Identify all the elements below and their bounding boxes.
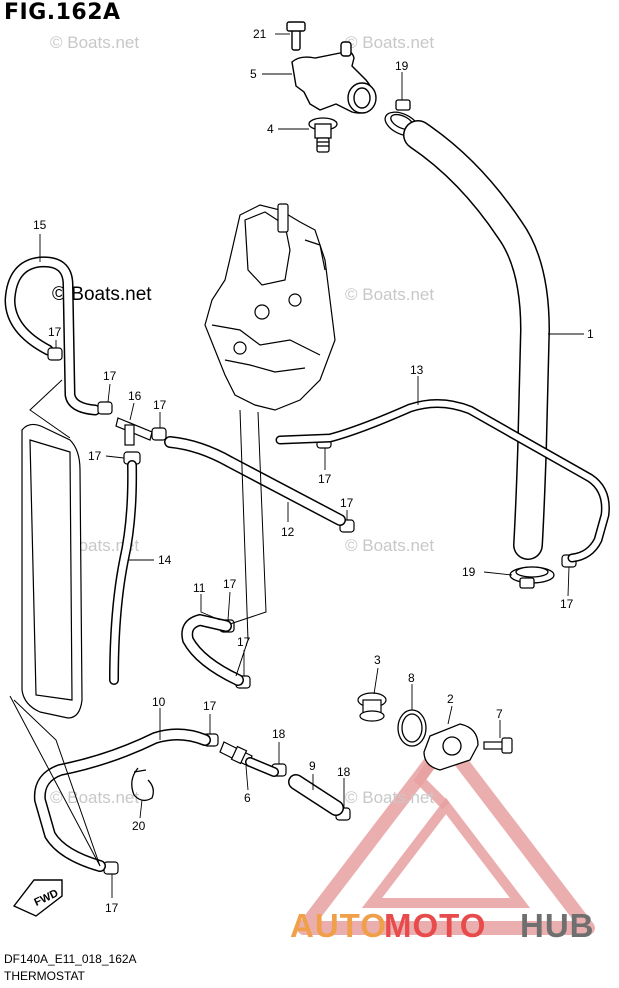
callout-2: 2 <box>447 692 454 706</box>
callout-18-a: 18 <box>272 727 286 741</box>
watermark-7: © Boats.net <box>50 788 139 807</box>
callout-17-k: 17 <box>105 901 119 915</box>
watermark-1: © Boats.net <box>50 33 139 52</box>
cover-2 <box>423 723 479 771</box>
reference-lines <box>9 379 267 867</box>
callout-1: 1 <box>587 327 594 341</box>
thermostat-3 <box>357 692 387 722</box>
figure-title: FIG.162A <box>4 0 121 25</box>
gasket-8 <box>397 709 427 747</box>
clip-20 <box>131 767 154 802</box>
callout-17-b: 17 <box>103 369 117 383</box>
callout-14: 14 <box>158 553 172 567</box>
callout-17-f: 17 <box>340 496 354 510</box>
hose-clamp-bottom <box>509 566 555 589</box>
callout-5: 5 <box>250 67 257 81</box>
callout-10: 10 <box>152 695 166 709</box>
short-hose <box>245 757 279 777</box>
cover-panel <box>21 423 83 719</box>
brand-wordmark: AUTO MOTO HUB <box>290 907 595 944</box>
thermostat <box>308 117 338 153</box>
leader-lines <box>39 33 584 898</box>
callout-17-i: 17 <box>237 635 251 649</box>
callout-8: 8 <box>408 671 415 685</box>
callout-3: 3 <box>374 653 381 667</box>
watermark-8: © Boats.net <box>345 788 434 807</box>
callout-20: 20 <box>132 819 146 833</box>
watermark-6: © Boats.net <box>345 536 434 555</box>
callout-15: 15 <box>33 218 47 232</box>
callout-17-a: 17 <box>48 325 62 339</box>
engine-block <box>204 203 336 411</box>
fwd-arrow: FWD <box>12 879 63 917</box>
callout-numbers: 21 5 19 4 15 1 17 13 17 16 17 17 17 17 1… <box>33 27 594 915</box>
thermostat-housing <box>286 21 377 114</box>
callout-21: 21 <box>253 27 267 41</box>
callout-11: 11 <box>193 581 206 595</box>
hose-9 <box>288 774 344 816</box>
brand-moto: MOTO <box>384 907 486 944</box>
diagram-subtitle: THERMOSTAT <box>4 969 85 983</box>
callout-17-e: 17 <box>318 472 332 486</box>
bolt-7 <box>483 737 513 754</box>
watermark-4: © Boats.net <box>345 285 434 304</box>
brand-auto: AUTO <box>290 907 387 944</box>
callout-7: 7 <box>496 707 503 721</box>
callout-9: 9 <box>309 759 316 773</box>
callout-19-bottom: 19 <box>462 565 476 579</box>
callout-17-c: 17 <box>153 398 167 412</box>
joint-6 <box>219 741 253 767</box>
watermark-2: © Boats.net <box>345 33 434 52</box>
callout-17-g: 17 <box>560 597 574 611</box>
callout-19-top: 19 <box>395 59 409 73</box>
callout-13: 13 <box>410 363 424 377</box>
callout-4: 4 <box>267 122 274 136</box>
callout-17-d: 17 <box>88 449 102 463</box>
brand-hub: HUB <box>520 907 595 944</box>
callout-6: 6 <box>244 791 251 805</box>
tee-fitting-16 <box>115 417 153 446</box>
callout-17-h: 17 <box>223 577 237 591</box>
diagram-code: DF140A_E11_018_162A <box>4 952 137 966</box>
watermark-3: © Boats.net <box>52 284 152 305</box>
callout-17-j: 17 <box>203 699 217 713</box>
callout-16: 16 <box>128 389 142 403</box>
callout-12: 12 <box>281 525 295 539</box>
callout-18-b: 18 <box>337 765 351 779</box>
